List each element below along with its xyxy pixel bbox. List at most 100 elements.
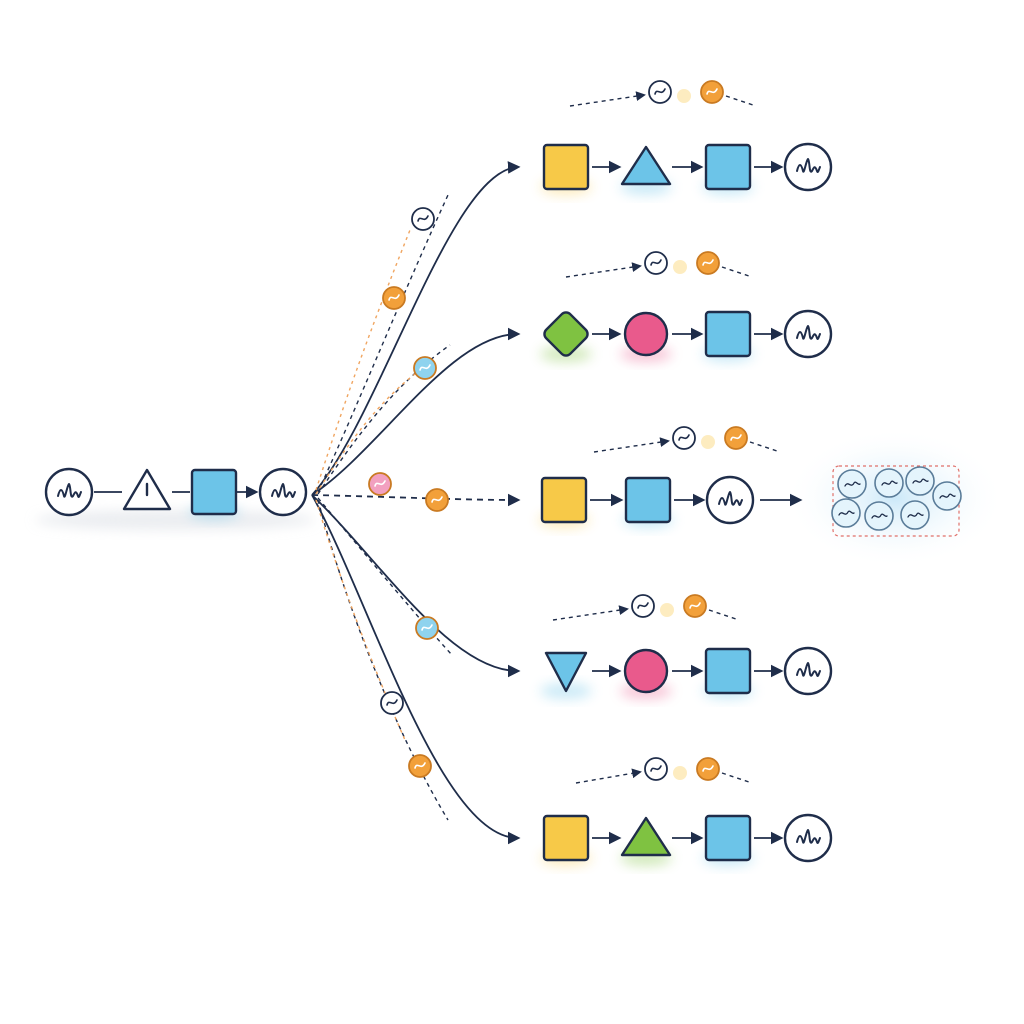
bubble-icon	[864, 501, 894, 531]
bubble-ring	[900, 500, 930, 530]
bubble-wave	[871, 513, 888, 519]
bubble-icon	[905, 466, 935, 496]
bubble-ring	[837, 469, 867, 499]
token-trail-edge	[721, 772, 753, 784]
token-icon	[724, 426, 748, 450]
orange-dotted-edge	[315, 369, 421, 495]
token-glyph	[706, 88, 718, 95]
bubble-wave	[881, 480, 898, 486]
wave-circle-ring	[783, 309, 833, 359]
token-glyph	[431, 496, 443, 503]
token-icon	[382, 286, 406, 310]
token-lead-edge	[593, 437, 670, 453]
wave-circle-icon	[258, 467, 308, 517]
wave-circle-icon	[783, 813, 833, 863]
token-icon	[696, 757, 720, 781]
bubble-ring	[932, 481, 962, 511]
wave-circle-ring	[783, 142, 833, 192]
token-glyph	[388, 294, 400, 301]
token-lead-edge	[575, 768, 642, 784]
bubble-icon	[837, 469, 867, 499]
source-shadow	[35, 510, 315, 530]
wave-circle-icon	[783, 142, 833, 192]
bubble-icon	[900, 500, 930, 530]
green-triangle	[620, 816, 672, 857]
fan-edge	[311, 494, 521, 678]
token-icon	[408, 754, 432, 778]
fan-edge	[311, 161, 521, 496]
token-trail-dot	[673, 766, 687, 780]
token-trail-edge	[708, 609, 740, 621]
wave-circle-ring	[783, 646, 833, 696]
blue-square	[704, 143, 752, 191]
token-trail-dot	[660, 603, 674, 617]
token-lead-edge	[565, 262, 642, 278]
token-glyph	[678, 434, 690, 441]
pink-circle	[623, 648, 669, 694]
blue-square	[190, 468, 238, 516]
wave-circle-icon	[705, 475, 755, 525]
yellow-square	[542, 814, 590, 862]
token-icon	[425, 488, 449, 512]
wave-circle-ring	[258, 467, 308, 517]
token-icon	[644, 251, 668, 275]
nodes-layer	[44, 142, 962, 866]
token-glyph	[421, 624, 433, 631]
blue-square	[704, 647, 752, 695]
token-icon	[648, 80, 672, 104]
wave-circle-ring	[783, 813, 833, 863]
cluster-glow	[785, 428, 1005, 568]
bubble-ring	[905, 466, 935, 496]
blue-down-triangle	[544, 651, 588, 693]
token-glyph	[654, 88, 666, 95]
dashed-fan-edge	[317, 194, 449, 493]
token-glyph	[386, 699, 398, 706]
fan-edge	[311, 493, 521, 507]
yellow-square	[542, 143, 590, 191]
green-diamond	[543, 311, 589, 357]
token-icon	[631, 594, 655, 618]
token-icon	[672, 426, 696, 450]
token-lead-edge	[569, 91, 646, 107]
wave-circle-ring	[44, 467, 94, 517]
bubble-ring	[874, 468, 904, 498]
orange-dotted-edge	[315, 229, 411, 491]
token-glyph	[637, 602, 649, 609]
bubble-icon	[874, 468, 904, 498]
blue-square	[704, 310, 752, 358]
token-glyph	[417, 215, 429, 222]
tokens-layer	[368, 80, 748, 781]
token-icon	[700, 80, 724, 104]
bubble-wave	[907, 512, 924, 518]
token-glyph	[414, 762, 426, 769]
token-icon	[380, 691, 404, 715]
wave-circle-icon	[783, 309, 833, 359]
token-glyph	[419, 364, 431, 371]
token-icon	[368, 472, 392, 496]
token-trail-edge	[749, 441, 781, 453]
bubble-ring	[831, 498, 861, 528]
blue-square	[704, 814, 752, 862]
token-icon	[644, 757, 668, 781]
bubble-ring	[864, 501, 894, 531]
token-trail-dot	[673, 260, 687, 274]
fan-edge	[311, 327, 521, 496]
wave-circle-ring	[705, 475, 755, 525]
token-glyph	[374, 480, 386, 487]
token-trail-edge	[721, 266, 753, 278]
token-icon	[683, 594, 707, 618]
orange-dotted-edge	[315, 499, 406, 741]
edges-layer	[94, 91, 803, 845]
wave-circle-icon	[783, 646, 833, 696]
bubble-icon	[831, 498, 861, 528]
token-icon	[411, 207, 435, 231]
blue-square	[624, 476, 672, 524]
bubble-wave	[912, 478, 929, 484]
token-trail-dot	[677, 89, 691, 103]
token-lead-edge	[552, 605, 629, 621]
yellow-square	[540, 476, 588, 524]
bubble-cluster	[831, 465, 962, 537]
bubble-wave	[838, 510, 855, 516]
pink-circle	[623, 311, 669, 357]
